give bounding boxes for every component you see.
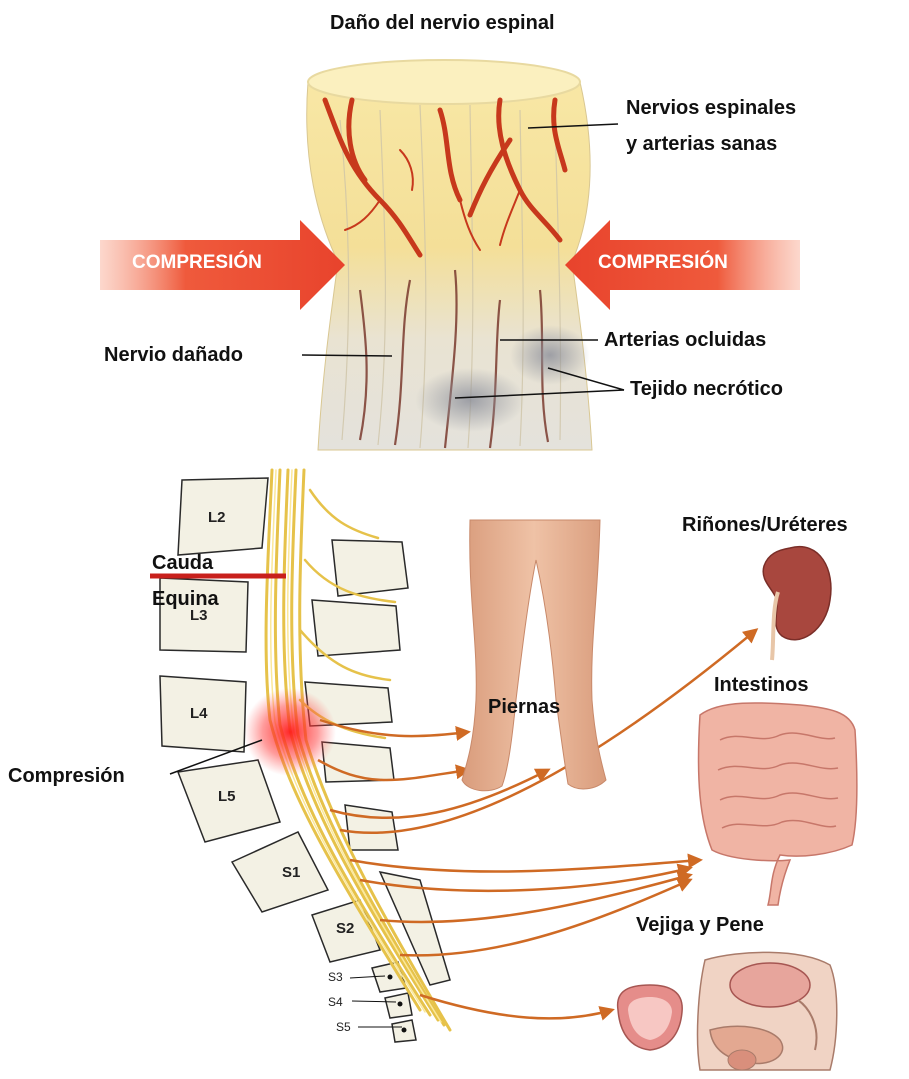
- legs-label: Piernas: [488, 694, 560, 720]
- vertebra-S1-body: [232, 832, 328, 912]
- intestines-label: Intestinos: [714, 672, 808, 698]
- vertebra-label-S3: S3: [328, 970, 343, 984]
- bladder-illustration: [618, 985, 683, 1050]
- vertebra-label-L2: L2: [208, 509, 226, 526]
- vertebra-label-S2: S2: [336, 920, 354, 937]
- healthy-label-line2: y arterias sanas: [626, 131, 777, 157]
- spinal-cord-illustration: [307, 60, 592, 450]
- healthy-label-line1: Nervios espinales: [626, 95, 796, 121]
- vertebra-label-L3: L3: [190, 607, 208, 624]
- pelvis-illustration: [698, 952, 837, 1070]
- bladder-label: Vejiga y Pene: [636, 912, 764, 938]
- kidney-illustration: [763, 547, 831, 660]
- vertebra-label-S4: S4: [328, 995, 343, 1009]
- kidneys-label: Riñones/Uréteres: [682, 512, 848, 538]
- cauda-label-line2: Equina: [152, 586, 219, 612]
- page-title: Daño del nervio espinal: [330, 10, 555, 36]
- legs-illustration: [462, 520, 606, 791]
- vertebra-label-L5: L5: [218, 788, 236, 805]
- vertebra-label-S5: S5: [336, 1020, 351, 1034]
- compression-right-label: COMPRESIÓN: [598, 252, 728, 274]
- vertebra-label-L4: L4: [190, 705, 208, 722]
- necrotic-tissue-label: Tejido necrótico: [630, 376, 783, 402]
- compression-label: Compresión: [8, 763, 125, 789]
- damaged-nerve-label: Nervio dañado: [104, 342, 243, 368]
- occluded-arteries-label: Arterias ocluidas: [604, 327, 766, 353]
- vertebra-label-S1: S1: [282, 864, 300, 881]
- cauda-label-line1: Cauda: [152, 550, 213, 576]
- intestines-illustration: [699, 703, 857, 905]
- compression-left-label: COMPRESIÓN: [132, 252, 262, 274]
